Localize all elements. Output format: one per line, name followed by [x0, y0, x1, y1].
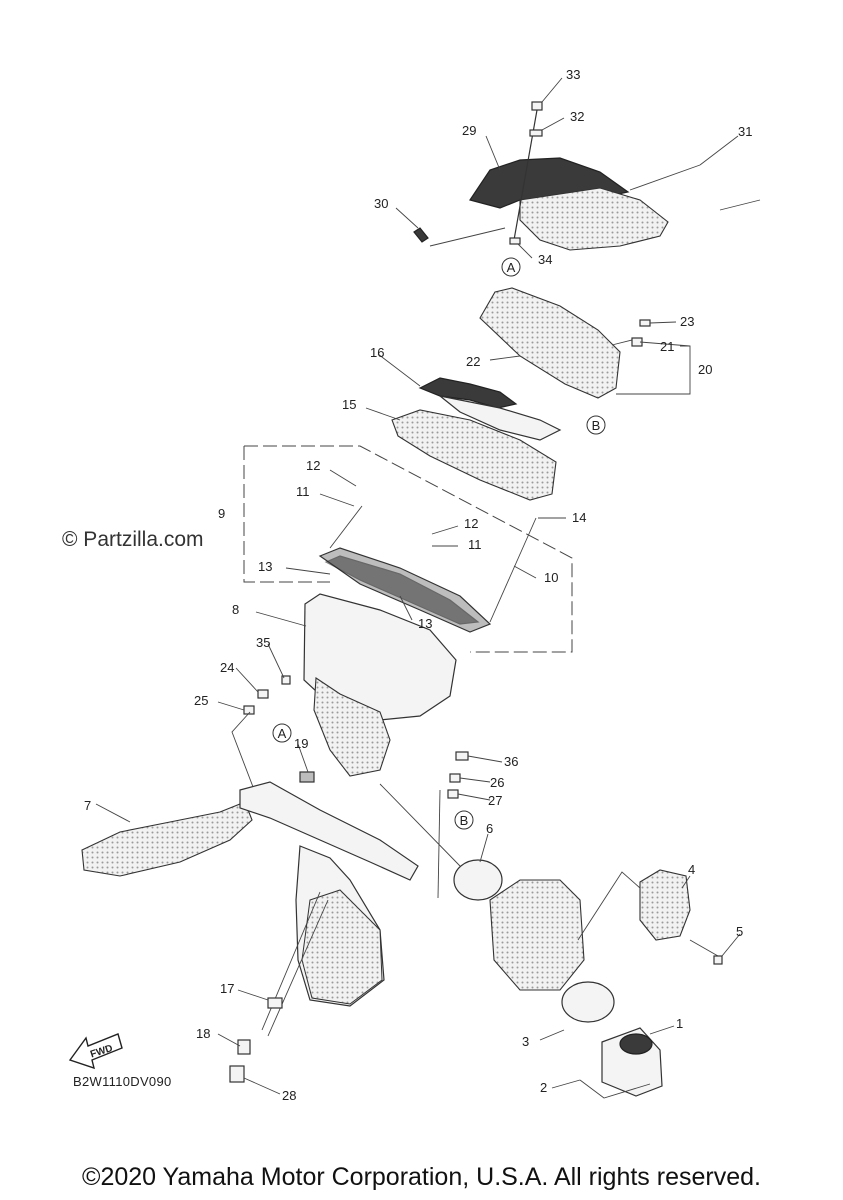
- part-labels: 33 32 29 31 30 34 23 21 20 22 16 15 12 1…: [84, 67, 752, 1103]
- part-label-31: 31: [738, 124, 752, 139]
- intake-duct-7: [81, 771, 419, 881]
- clip-30: [413, 227, 506, 247]
- part-label-34: 34: [538, 252, 552, 267]
- part-label-10: 10: [544, 570, 558, 585]
- part-label-35: 35: [256, 635, 270, 650]
- callout-b-top: B: [586, 415, 606, 435]
- part-label-12a: 12: [306, 458, 320, 473]
- bolt-33: [509, 101, 543, 245]
- part-label-18: 18: [196, 1026, 210, 1041]
- part-label-29: 29: [462, 123, 476, 138]
- part-label-22: 22: [466, 354, 480, 369]
- part-label-25: 25: [194, 693, 208, 708]
- part-label-13a: 13: [258, 559, 272, 574]
- part-label-6: 6: [486, 821, 493, 836]
- part-label-15: 15: [342, 397, 356, 412]
- part-label-19: 19: [294, 736, 308, 751]
- part-label-27: 27: [488, 793, 502, 808]
- part-label-4: 4: [688, 862, 695, 877]
- part-label-7: 7: [84, 798, 91, 813]
- airbox-8: [303, 593, 457, 777]
- lower-duct-17: [229, 845, 385, 1083]
- callout-a-top: A: [501, 257, 521, 277]
- part-label-3: 3: [522, 1034, 529, 1049]
- top-cover: [469, 157, 761, 251]
- watermark: © Partzilla.com: [62, 528, 204, 551]
- sensor-4: [577, 869, 723, 965]
- part-label-11b: 11: [468, 537, 482, 552]
- part-label-28: 28: [282, 1088, 296, 1103]
- diagram-code: B2W1110DV090: [73, 1074, 172, 1089]
- throttle-body: [379, 751, 615, 1023]
- part-label-14: 14: [572, 510, 586, 525]
- part-label-26: 26: [490, 775, 504, 790]
- air-filter-element-15: [391, 409, 557, 501]
- part-label-33: 33: [566, 67, 580, 82]
- part-label-5: 5: [736, 924, 743, 939]
- part-label-11a: 11: [296, 484, 310, 499]
- svg-text:B: B: [460, 813, 469, 828]
- svg-text:B: B: [592, 418, 601, 433]
- part-label-13b: 13: [418, 616, 432, 631]
- part-label-17: 17: [220, 981, 234, 996]
- part-label-21: 21: [660, 339, 674, 354]
- part-label-20: 20: [698, 362, 712, 377]
- part-label-24: 24: [220, 660, 234, 675]
- part-label-23: 23: [680, 314, 694, 329]
- filter-frame: [318, 547, 492, 633]
- intake-duct-22: [479, 287, 651, 399]
- part-label-16: 16: [370, 345, 384, 360]
- part-label-1: 1: [676, 1016, 683, 1031]
- callout-a-lower: A: [272, 723, 292, 743]
- part-label-30: 30: [374, 196, 388, 211]
- svg-text:A: A: [278, 726, 287, 741]
- svg-text:A: A: [507, 260, 516, 275]
- fwd-arrow-icon: [68, 1033, 123, 1070]
- part-label-12b: 12: [464, 516, 478, 531]
- leader-lines: [95, 77, 741, 1095]
- part-label-36: 36: [504, 754, 518, 769]
- copyright-notice: ©2020 Yamaha Motor Corporation, U.S.A. A…: [82, 1163, 761, 1191]
- part-label-2: 2: [540, 1080, 547, 1095]
- part-label-9: 9: [218, 506, 225, 521]
- callout-b-lower: B: [454, 810, 474, 830]
- joint-1: [579, 1027, 663, 1099]
- assembly-group-outline: [243, 445, 573, 653]
- filter-cover-16: [418, 377, 562, 441]
- part-label-8: 8: [232, 602, 239, 617]
- part-label-32: 32: [570, 109, 584, 124]
